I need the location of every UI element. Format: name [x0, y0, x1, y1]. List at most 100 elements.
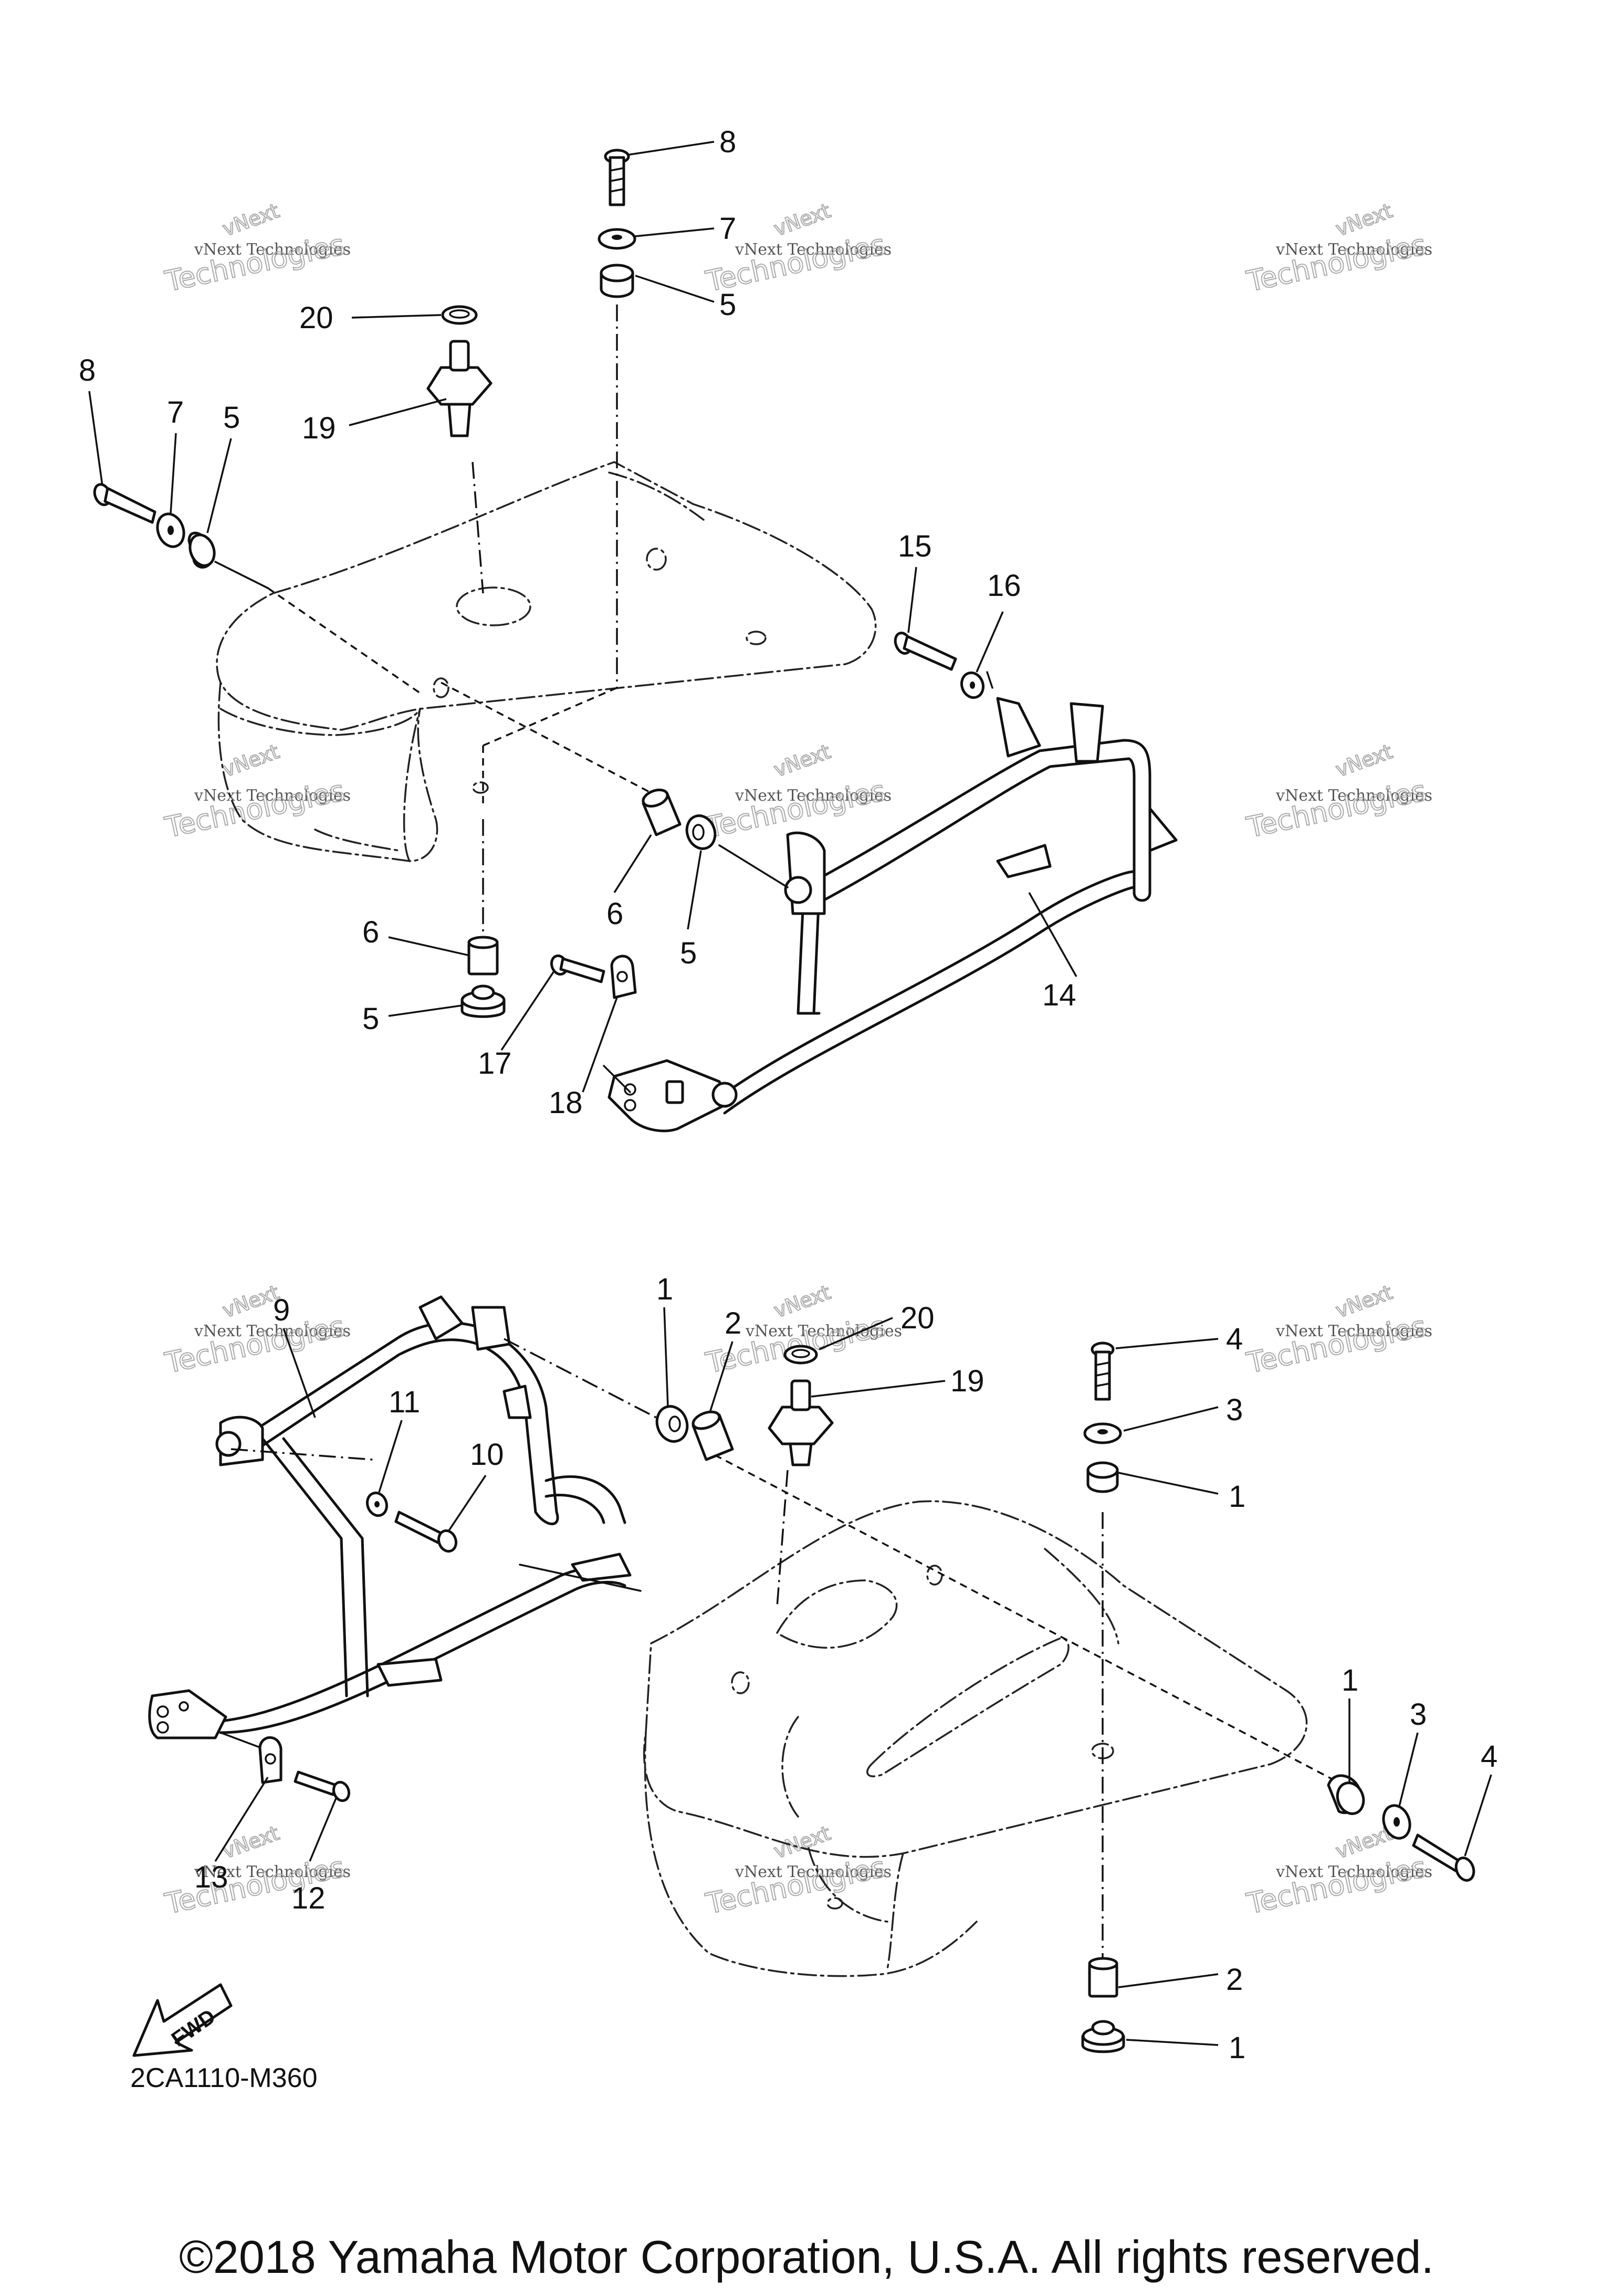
- bolt-8-left: [93, 483, 156, 524]
- grommet-5-mid: [685, 814, 717, 850]
- svg-text:Technologies: Technologies: [1244, 228, 1429, 298]
- callout-5: 5: [680, 936, 697, 970]
- lock-19-top: [426, 340, 493, 437]
- grommet-1-mid: [655, 1405, 689, 1443]
- diagram-code: 2CA1110-M360: [130, 2063, 318, 2093]
- bolt-12: [294, 1770, 351, 1802]
- washer-7-top: [598, 228, 636, 250]
- grommet-1-low: [1081, 2020, 1125, 2053]
- bottom-assembly-guide-lines: [219, 1338, 1334, 1969]
- callout-6: 6: [606, 897, 623, 931]
- saddlebag-right-phantom: [643, 1500, 1308, 1977]
- bolt-4-top: [1091, 1341, 1115, 1401]
- callout-numbers: 8 7 5 20 19 8 7 5 15 16 6 5 6 5 17 18 14…: [79, 125, 1497, 2065]
- svg-text:vNext Technologies: vNext Technologies: [1275, 787, 1432, 805]
- callout-13: 13: [194, 1860, 228, 1894]
- grommet-1-right: [1327, 1774, 1365, 1815]
- grommet-5-left: [187, 531, 216, 569]
- svg-text:vNext Technologies: vNext Technologies: [1275, 1863, 1432, 1881]
- watermark: vNext vNext Technologies Technologies: [1243, 1280, 1432, 1380]
- svg-text:vNext: vNext: [219, 740, 282, 781]
- grommet-1-top: [1086, 1461, 1119, 1493]
- callout-5: 5: [719, 288, 736, 322]
- bracket-18: [610, 955, 637, 999]
- watermark: vNext vNext Technologies Technologies: [1243, 739, 1432, 845]
- bolt-17: [550, 954, 605, 983]
- callout-2: 2: [725, 1306, 741, 1340]
- svg-text:Technologies: Technologies: [162, 774, 348, 844]
- washer-16: [960, 671, 985, 699]
- callout-20: 20: [900, 1301, 935, 1335]
- top-assembly-guide-lines: [214, 305, 993, 1093]
- stay-9: [148, 1295, 632, 1739]
- svg-text:vNext Technologies: vNext Technologies: [194, 1322, 351, 1340]
- grommet-5-low: [460, 984, 506, 1018]
- bolt-10: [394, 1511, 458, 1553]
- stay-14: [608, 697, 1178, 1133]
- callout-5: 5: [223, 401, 240, 435]
- watermark: vNext vNext Technologies Technologies: [162, 198, 351, 299]
- svg-text:vNext: vNext: [771, 740, 833, 781]
- svg-text:vNext Technologies: vNext Technologies: [735, 240, 892, 259]
- svg-text:vNext Technologies: vNext Technologies: [735, 1863, 892, 1881]
- collar-2-mid: [692, 1410, 734, 1461]
- leader-lines: [88, 141, 1492, 2046]
- svg-text:vNext: vNext: [771, 199, 833, 240]
- fwd-arrow: FWD: [132, 1983, 233, 2057]
- callout-8: 8: [79, 353, 96, 387]
- svg-text:Technologies: Technologies: [1244, 774, 1429, 844]
- callout-20: 20: [299, 301, 333, 335]
- saddlebag-left-phantom: [216, 461, 877, 862]
- watermark: vNext vNext Technologies Technologies: [1243, 198, 1432, 299]
- collar-2-low: [1088, 1957, 1118, 1998]
- callout-1: 1: [1229, 2031, 1245, 2065]
- svg-text:vNext: vNext: [219, 1821, 282, 1863]
- callout-9: 9: [273, 1293, 290, 1327]
- copyright-notice: ©2018 Yamaha Motor Corporation, U.S.A. A…: [179, 2231, 1434, 2283]
- svg-text:Technologies: Technologies: [1244, 1309, 1429, 1380]
- watermark: vNext vNext Technologies Technologies: [703, 739, 892, 845]
- svg-text:vNext: vNext: [219, 199, 282, 240]
- bolt-4-right: [1412, 1833, 1475, 1882]
- callout-4: 4: [1226, 1322, 1243, 1356]
- svg-text:Technologies: Technologies: [703, 1850, 888, 1921]
- svg-text:vNext Technologies: vNext Technologies: [194, 240, 351, 259]
- callout-18: 18: [549, 1086, 583, 1120]
- watermark: vNext vNext Technologies Technologies: [162, 1280, 351, 1380]
- callout-7: 7: [719, 212, 736, 246]
- bolt-15: [894, 632, 957, 671]
- washer-11: [365, 1491, 389, 1517]
- callout-11: 11: [389, 1385, 420, 1419]
- callout-12: 12: [291, 1881, 326, 1915]
- callout-1: 1: [1342, 1663, 1358, 1697]
- watermark: vNext vNext Technologies Technologies: [703, 1821, 892, 1921]
- bolt-8-top: [604, 149, 630, 206]
- svg-text:vNext: vNext: [771, 1281, 833, 1322]
- callout-7: 7: [167, 395, 184, 429]
- grommet-5-top: [600, 264, 634, 298]
- callout-19: 19: [950, 1364, 984, 1398]
- callout-4: 4: [1481, 1739, 1497, 1774]
- bracket-13: [258, 1736, 282, 1784]
- washer-3-right: [1382, 1804, 1411, 1840]
- watermark: vNext vNext Technologies Technologies: [162, 739, 351, 845]
- svg-text:vNext: vNext: [1333, 199, 1395, 240]
- callout-16: 16: [987, 569, 1021, 603]
- svg-text:vNext Technologies: vNext Technologies: [735, 787, 892, 805]
- svg-text:Technologies: Technologies: [1244, 1850, 1429, 1921]
- svg-text:vNext: vNext: [1333, 1281, 1395, 1322]
- svg-text:Technologies: Technologies: [162, 1309, 348, 1380]
- svg-text:vNext Technologies: vNext Technologies: [194, 787, 351, 805]
- callout-8: 8: [719, 125, 736, 159]
- callout-14: 14: [1042, 978, 1076, 1012]
- svg-text:vNext: vNext: [1333, 740, 1395, 781]
- callout-10: 10: [470, 1438, 504, 1472]
- callout-6: 6: [362, 915, 379, 949]
- washer-3-top: [1083, 1422, 1122, 1444]
- callout-15: 15: [898, 529, 932, 563]
- callout-1: 1: [656, 1272, 673, 1306]
- callout-19: 19: [302, 411, 336, 445]
- ring-20-bottom: [783, 1345, 818, 1365]
- lock-19-bottom: [768, 1379, 834, 1466]
